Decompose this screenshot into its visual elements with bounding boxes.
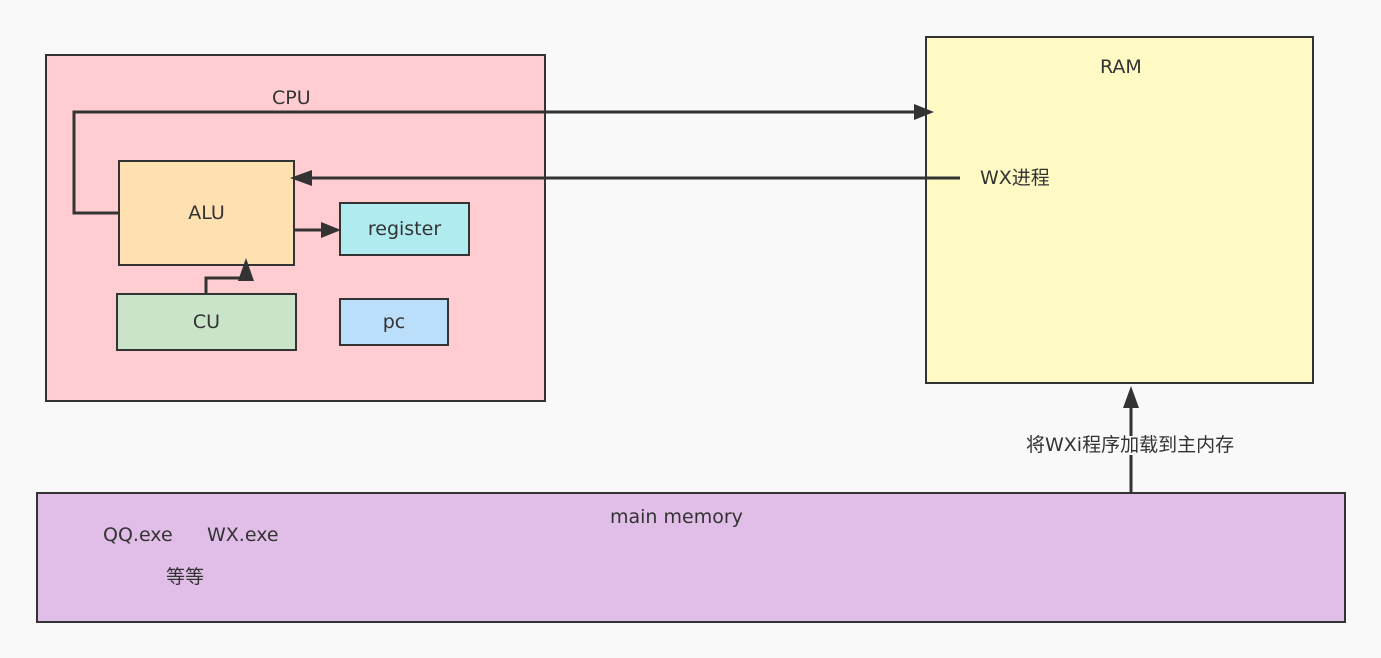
qq-exe-label: QQ.exe [103, 524, 173, 546]
register-label: register [367, 218, 442, 240]
main-memory-label: main memory [610, 506, 743, 528]
load-arrow-label: 将WXi程序加载到主内存 [1024, 434, 1237, 456]
arrowhead-ram-bottom [1123, 386, 1139, 408]
pc-label: pc [382, 311, 406, 333]
alu-label: ALU [188, 202, 225, 224]
cu-label: CU [192, 311, 221, 333]
cu-box: CU [116, 293, 297, 351]
etc-label: 等等 [166, 566, 205, 588]
main-memory-box [36, 492, 1346, 623]
register-box: register [339, 202, 470, 256]
cpu-label: CPU [272, 87, 311, 109]
pc-box: pc [339, 298, 449, 346]
alu-box: ALU [118, 160, 295, 266]
ram-label: RAM [1100, 56, 1142, 78]
wx-exe-label: WX.exe [207, 524, 279, 546]
wx-process-label: WX进程 [980, 167, 1050, 189]
ram-box [925, 36, 1314, 384]
